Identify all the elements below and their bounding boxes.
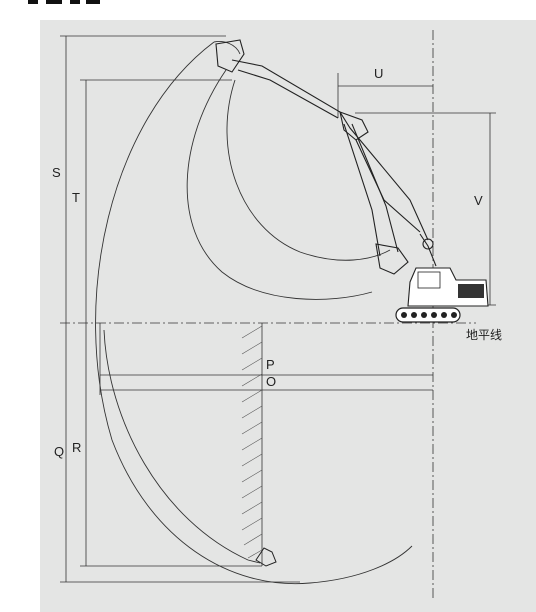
label-ground: 地平线: [466, 328, 502, 342]
background-panel: [40, 20, 536, 612]
trench-hatching: [241, 323, 263, 566]
label-T: T: [72, 190, 80, 205]
bucket-at-depth: [255, 547, 277, 567]
reach-envelope: [95, 41, 413, 585]
label-S: S: [52, 165, 61, 180]
cropped-title-fragment: [28, 0, 100, 4]
label-U: U: [374, 66, 383, 81]
excavator-body: [395, 267, 489, 323]
track: [395, 307, 461, 323]
excavator-arm-lowered: [343, 123, 437, 275]
label-R: R: [72, 440, 81, 455]
label-V: V: [474, 193, 483, 208]
label-Q: Q: [54, 444, 64, 459]
label-O: O: [266, 374, 276, 389]
label-P: P: [266, 357, 275, 372]
